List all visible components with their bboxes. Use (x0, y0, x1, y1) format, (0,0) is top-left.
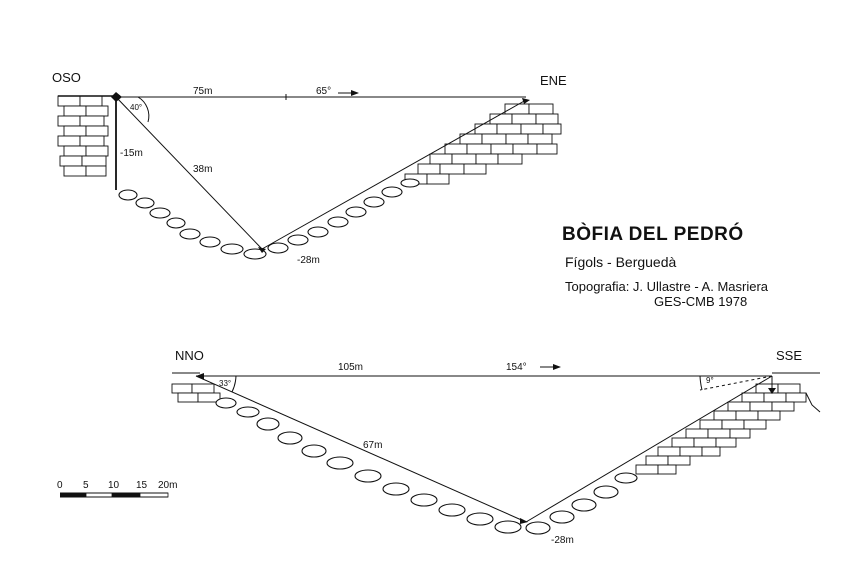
section-2-right-angle: 9° (706, 376, 714, 385)
section-2-left-direction: NNO (175, 348, 204, 363)
section-2-bearing: 154° (506, 362, 527, 373)
survey-credits: Topografia: J. Ullastre - A. Masriera (565, 279, 769, 294)
section-2-profile (171, 364, 821, 535)
section-1-left-direction: OSO (52, 70, 81, 85)
scale-label-15: 15 (136, 480, 148, 491)
section-1-bearing: 65° (316, 86, 331, 97)
section-2-slope-length: 67m (363, 440, 382, 451)
scale-label-20m: 20m (158, 480, 177, 491)
scale-label-5: 5 (83, 480, 89, 491)
section-2-right-direction: SSE (776, 348, 802, 363)
section-1-right-wall (404, 103, 562, 185)
section-1-shaft-depth: -15m (120, 148, 143, 159)
section-1-profile (57, 90, 562, 260)
section-1-slope-length: 38m (193, 164, 212, 175)
scale-label-0: 0 (57, 480, 63, 491)
scale-label-10: 10 (108, 480, 120, 491)
section-2-right-wall (635, 372, 821, 475)
section-2-left-angle: 33° (219, 379, 231, 388)
section-1-angle: 40° (130, 103, 142, 112)
section-2-left-wall (171, 372, 221, 403)
location: Fígols - Berguedà (565, 254, 677, 270)
section-2-top-length: 105m (338, 362, 363, 373)
section-1-right-direction: ENE (540, 73, 567, 88)
section-2-rubble (215, 397, 638, 535)
title-block: BÒFIA DEL PEDRÓ Fígols - Berguedà Topogr… (562, 224, 842, 309)
section-1-rubble (118, 178, 420, 260)
section-1-bottom-depth: -28m (297, 255, 320, 266)
section-1-left-wall (57, 95, 120, 190)
scale-bar (60, 492, 169, 498)
cave-title: BÒFIA DEL PEDRÓ (562, 224, 744, 245)
section-1-top-length: 75m (193, 86, 212, 97)
survey-organization: GES-CMB 1978 (654, 294, 748, 309)
section-2-bottom-depth: -28m (551, 535, 574, 546)
